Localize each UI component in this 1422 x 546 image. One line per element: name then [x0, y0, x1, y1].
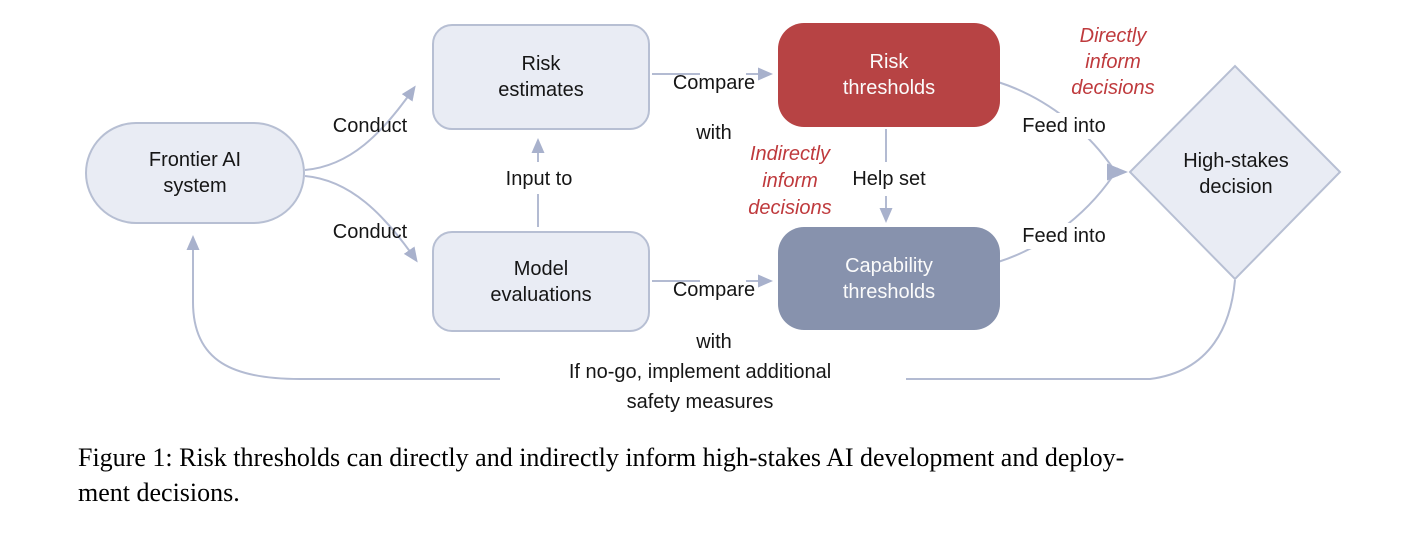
high-stakes-decision-diamond: [1128, 64, 1342, 281]
edge-label-conduct-top: Conduct: [332, 115, 408, 137]
node-risk-estimates: Risk estimates: [432, 24, 650, 130]
compare-with-top-line2: with: [696, 122, 732, 144]
compare-with-bottom-line1: Compare: [672, 279, 756, 301]
edge-conduct-top: [304, 85, 416, 171]
edge-conduct-bottom: [304, 175, 418, 263]
edge-label-if-no-go: If no-go, implement additional safety me…: [568, 361, 832, 413]
edge-label-compare-with-top: Compare with: [662, 46, 766, 171]
edge-no-go-left: [186, 235, 500, 380]
node-capability-thresholds: Capability thresholds: [778, 227, 1000, 330]
edge-no-go-right: [906, 279, 1236, 380]
annotation-indirectly-inform-decisions: Indirectly inform decisions: [748, 143, 832, 219]
node-frontier-ai-system: Frontier AI system: [85, 122, 305, 224]
node-model-evaluations: Model evaluations: [432, 231, 650, 332]
figure-caption: Figure 1: Risk thresholds can directly a…: [78, 443, 1125, 507]
feed-into-arrowhead: [1107, 163, 1128, 181]
edge-label-compare-with-bottom: Compare with: [662, 251, 766, 381]
edge-label-feed-into-top: Feed into: [1013, 113, 1115, 139]
edge-label-conduct-bottom: Conduct: [332, 221, 408, 243]
node-risk-thresholds: Risk thresholds: [778, 23, 1000, 127]
node-high-stakes-decision: High-stakes decision: [1183, 150, 1289, 198]
edge-label-input-to: Input to: [505, 168, 573, 190]
compare-with-top-line1: Compare: [672, 72, 756, 94]
compare-with-bottom-line2: with: [696, 331, 732, 353]
edge-label-feed-into-bottom: Feed into: [1013, 223, 1115, 249]
edge-label-help-set: Help set: [852, 168, 926, 190]
annotation-directly-inform-decisions: Directly inform decisions: [1071, 25, 1155, 99]
